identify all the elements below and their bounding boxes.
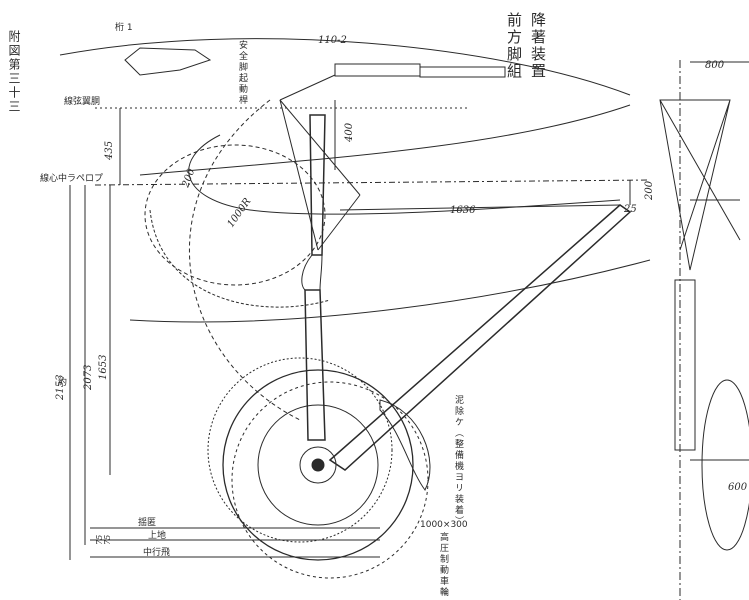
wheel-outer [222,369,414,561]
label-safety-lever: 安全脚起動桿 [237,40,247,106]
wheel-ghost-1 [207,357,393,543]
lower-strut [304,289,326,441]
strut-fork [301,254,323,291]
wheel-ghost-2 [231,381,429,579]
dim-1636: 1636 [450,205,476,216]
mudguard [379,399,431,491]
retraction-arc [149,209,331,308]
wheel-hub [299,446,337,484]
dim-110-2: 110-2 [318,35,347,46]
label-on-ground: 上地 [148,529,166,541]
fairing-curve [188,134,621,215]
front-view-wheel [701,379,749,551]
dim-1000r: 1000R [225,196,253,230]
lower-contour [129,259,651,323]
dim-600: 600 [728,482,748,493]
drag-strut [328,204,632,471]
label-wing-chord: 線弦翼胴 [64,95,100,107]
brace-cross [317,194,361,251]
oleo-strut [309,114,326,256]
appendix-label: 附図第三十三 [7,30,21,114]
label-wheel-size: 1000×300 [420,520,468,530]
actuator-rod [419,66,506,78]
wing-outline-upper [59,38,631,96]
label-wing-ref: 桁 1 [115,21,133,33]
wheel-inner [257,404,379,526]
dim-200-right: 200 [644,180,655,201]
actuator-cylinder [334,63,421,77]
dim-2073: 2073 [83,365,94,391]
brace-left [279,99,319,251]
dim-line-1636 [339,204,621,211]
brace-truss [279,99,361,196]
title-line-2: 前方脚組 [505,12,523,80]
label-approx: 約 [58,376,67,388]
label-prop-axis: 線心中ラペロプ [40,172,103,184]
dim-400: 400 [344,122,355,143]
front-view-truss [659,99,741,271]
title-line-1: 降著装置 [529,12,547,80]
dim-435: 435 [104,141,115,161]
swing-arc [189,99,301,421]
label-level-ground: 揺匿 [138,516,156,528]
dim-2153: 2153 [55,375,66,401]
prop-axis-line [94,179,651,186]
wing-outline-lower [139,104,631,176]
wheel-axle [311,458,325,472]
spar-fitting [124,47,212,76]
label-wheel-type: 高圧制動車輪 [438,532,448,598]
label-in-flight: 中行飛 [143,546,170,558]
retracted-wheel-outline [144,144,326,286]
dim-800: 800 [705,60,725,71]
dim-75-b: 75 [103,535,112,545]
dim-75-a: 75 [95,535,104,545]
label-mudguard: 泥除ケ（整備機ヨリ装着） [453,395,463,527]
dim-25: 25 [623,204,637,215]
brace-upper [279,74,336,101]
front-view-strut [674,279,696,451]
dim-1653: 1653 [98,355,109,380]
